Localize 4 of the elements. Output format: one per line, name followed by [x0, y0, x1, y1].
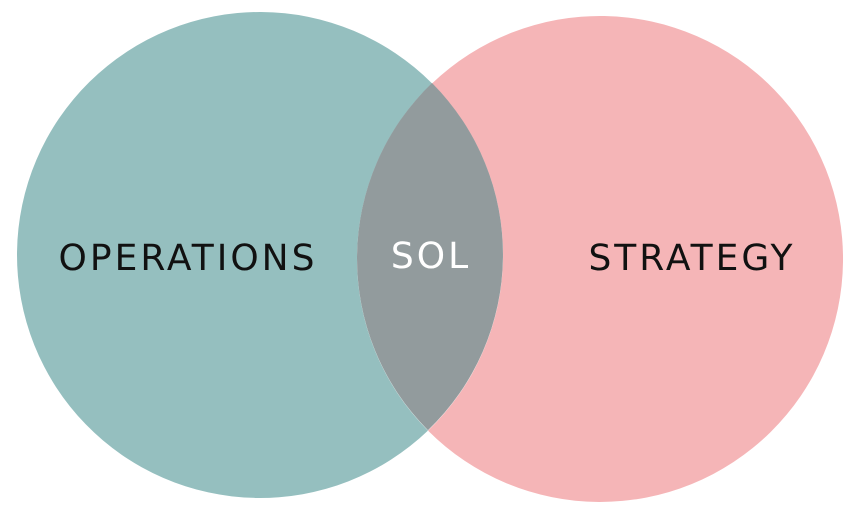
- set-label: OPERATIONS: [58, 240, 318, 277]
- overlap-region: [357, 83, 503, 431]
- set-label: STRATEGY: [588, 240, 796, 277]
- overlap-label: SOL: [390, 238, 472, 275]
